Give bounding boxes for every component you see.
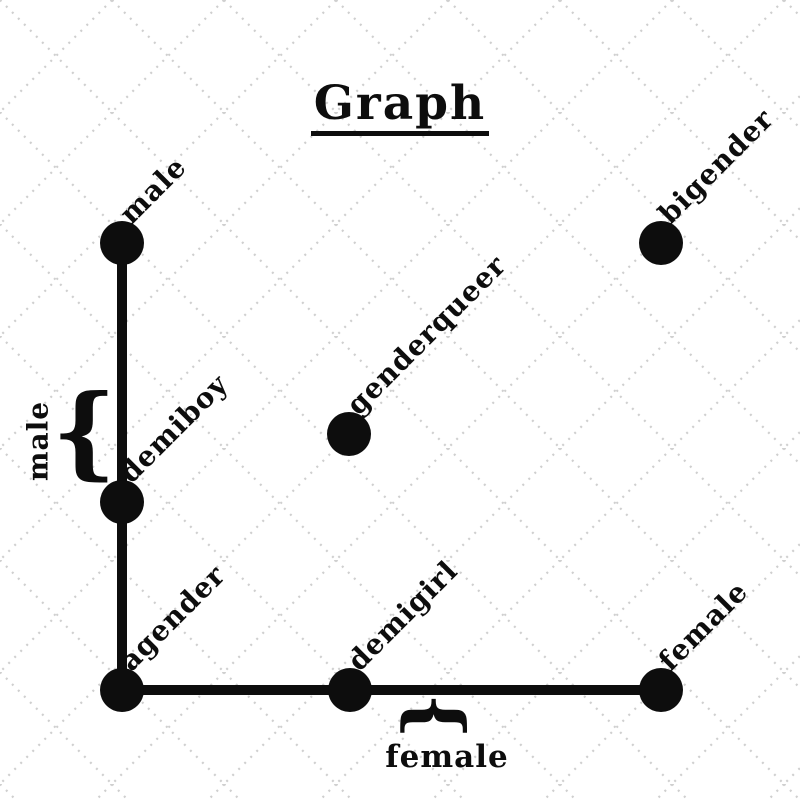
left-brace-label: male — [21, 400, 55, 482]
node-male-dot — [100, 221, 144, 265]
node-demigirl-dot — [328, 668, 372, 712]
edge-agender-female — [122, 685, 661, 695]
page-title: Graph — [310, 78, 490, 136]
edge-male-agender — [117, 243, 127, 690]
title-wrap: Graph — [0, 78, 800, 136]
node-bigender-dot — [639, 221, 683, 265]
node-genderqueer-dot — [327, 412, 371, 456]
bottom-brace-icon: { — [395, 692, 480, 740]
node-agender-dot — [100, 668, 144, 712]
left-brace-icon: { — [52, 372, 117, 490]
bottom-brace-label: female — [385, 739, 509, 775]
node-demiboy-dot — [100, 480, 144, 524]
node-female-dot — [639, 668, 683, 712]
